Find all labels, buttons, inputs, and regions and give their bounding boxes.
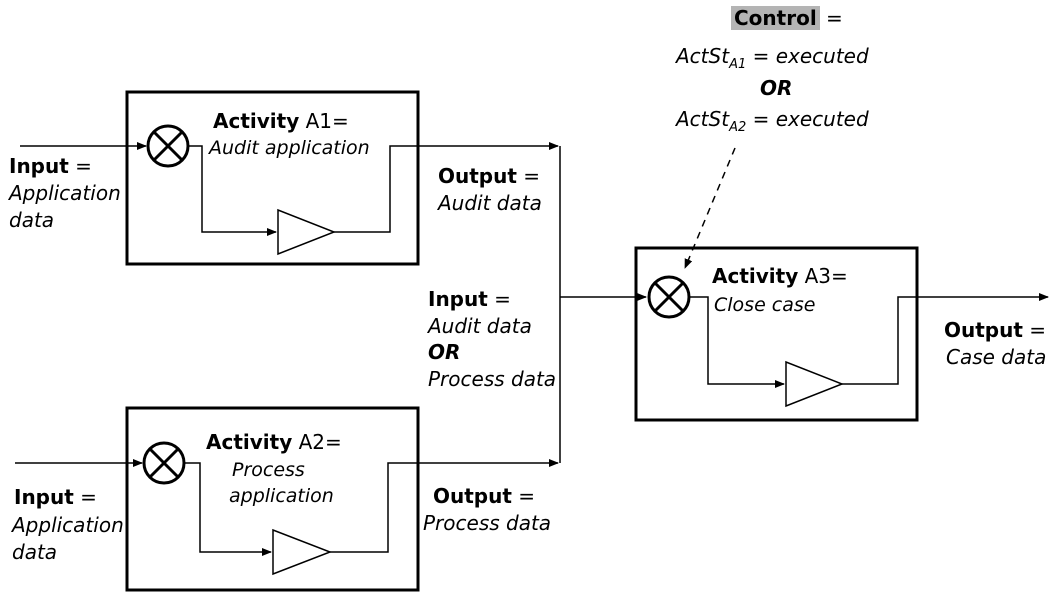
control-cond1-base: ActSt — [676, 44, 730, 68]
activity-a3-keyword: Activity — [712, 264, 799, 288]
merge-input-eq: = — [494, 287, 511, 311]
control-condition-2: ActStA2 = executed — [676, 107, 869, 134]
a2-output-label: Output = — [433, 484, 535, 508]
a2-internal-flow — [184, 462, 272, 556]
a2-output-line — [330, 459, 559, 553]
activity-a3-and-gate-icon — [647, 275, 691, 319]
a3-output-eq: = — [1029, 318, 1047, 342]
merge-input-key: Input — [428, 287, 488, 311]
a3-output-key: Output — [944, 318, 1023, 342]
activity-a1-transfer-icon — [277, 208, 337, 256]
a1-input-label: Input = — [9, 154, 92, 178]
a1-internal-flow — [188, 145, 277, 236]
a1-output-value: Audit data — [438, 191, 542, 215]
activity-a1-id: A1= — [305, 109, 349, 133]
activity-a1-name: Audit application — [209, 137, 370, 159]
a3-output-label: Output = — [944, 318, 1046, 342]
merge-input-label: Input = — [428, 287, 511, 311]
activity-a3-title: Activity A3= — [712, 264, 848, 288]
a1-input-eq: = — [75, 154, 92, 178]
control-operator: OR — [760, 76, 793, 100]
control-cond1-sub: A1 — [729, 57, 747, 72]
activity-a2-name-line1: Process — [232, 459, 305, 481]
activity-a2-title: Activity A2= — [206, 430, 342, 454]
a2-input-key: Input — [14, 485, 74, 509]
a1-output-line — [334, 142, 559, 233]
a2-input-eq: = — [80, 485, 97, 509]
activity-a1-box — [125, 90, 420, 266]
activity-a1-title: Activity A1= — [213, 109, 349, 133]
activity-a2-id: A2= — [298, 430, 342, 454]
a3-internal-flow — [689, 296, 785, 388]
a2-output-value: Process data — [423, 511, 552, 535]
a3-output-value: Case data — [946, 345, 1047, 369]
activity-a1-keyword: Activity — [213, 109, 300, 133]
activity-a3-box — [634, 246, 919, 422]
a2-input-value-line1: Application — [12, 513, 124, 537]
activity-a3-id: A3= — [804, 264, 848, 288]
a1-output-label: Output = — [438, 164, 540, 188]
a2-input-label: Input = — [14, 485, 97, 509]
a1-output-eq: = — [523, 164, 541, 188]
control-cond2-sub: A2 — [729, 120, 747, 135]
activity-a3-name: Close case — [714, 294, 816, 316]
a1-input-value-line2: data — [9, 208, 55, 232]
activity-a1-and-gate-icon — [146, 124, 190, 168]
merge-input-value-line2: Process data — [428, 367, 557, 391]
control-condition-1: ActStA1 = executed — [676, 44, 869, 71]
control-cond1-rest: = executed — [746, 44, 869, 68]
a3-output-line — [842, 293, 1049, 385]
merge-input-operator: OR — [428, 340, 461, 364]
control-cond2-base: ActSt — [676, 107, 730, 131]
a2-output-eq: = — [518, 484, 536, 508]
control-label: Control = — [731, 6, 843, 30]
a1-input-key: Input — [9, 154, 69, 178]
a2-output-key: Output — [433, 484, 512, 508]
activity-a2-name-line2: application — [229, 485, 334, 507]
control-dashed-arrow — [684, 147, 736, 269]
activity-a2-and-gate-icon — [142, 441, 186, 485]
activity-a2-box — [125, 406, 420, 592]
a2-input-value-line2: data — [12, 540, 58, 564]
activity-a2-transfer-icon — [272, 528, 333, 576]
activity-a2-keyword: Activity — [206, 430, 293, 454]
control-key: Control — [731, 6, 820, 30]
merge-input-value-line1: Audit data — [428, 314, 532, 338]
a1-output-key: Output — [438, 164, 517, 188]
activity-a3-transfer-icon — [785, 360, 845, 408]
control-cond2-rest: = executed — [746, 107, 869, 131]
a1-input-value-line1: Application — [9, 181, 121, 205]
control-eq: = — [826, 6, 843, 30]
